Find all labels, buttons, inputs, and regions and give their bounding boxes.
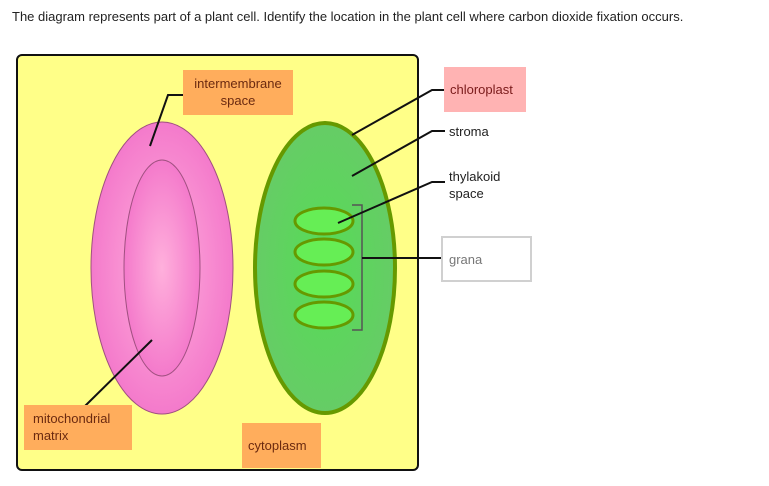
thylakoids[interactable] bbox=[293, 206, 355, 330]
thylakoid[interactable] bbox=[293, 269, 355, 299]
label-chloroplast[interactable]: chloroplast bbox=[444, 67, 526, 112]
label-thylakoid-space[interactable]: thylakoid space bbox=[449, 169, 501, 201]
leader-line-stroma bbox=[351, 130, 445, 177]
label-intermembrane-space[interactable]: intermembrane space bbox=[183, 70, 293, 115]
leader-line-chloroplast bbox=[351, 89, 445, 136]
thylakoid[interactable] bbox=[293, 300, 355, 330]
chloroplast-stroma-region[interactable] bbox=[253, 121, 397, 415]
leader-line-intermembrane bbox=[149, 94, 184, 147]
label-stroma[interactable]: stroma bbox=[449, 124, 489, 139]
label-mitochondrial-matrix[interactable]: mitochondrial matrix bbox=[24, 405, 132, 450]
label-cytoplasm[interactable]: cytoplasm bbox=[242, 423, 321, 468]
mitochondrial-matrix-region[interactable] bbox=[123, 159, 201, 377]
thylakoid[interactable] bbox=[293, 237, 355, 267]
leader-lines bbox=[83, 89, 445, 408]
leader-line-matrix bbox=[83, 339, 153, 408]
leader-line-thylakoid bbox=[337, 181, 445, 224]
thylakoid[interactable] bbox=[293, 206, 355, 236]
question-text: The diagram represents part of a plant c… bbox=[12, 9, 684, 24]
grana-bracket bbox=[352, 204, 363, 331]
label-grana-dropzone[interactable]: grana bbox=[441, 236, 532, 282]
